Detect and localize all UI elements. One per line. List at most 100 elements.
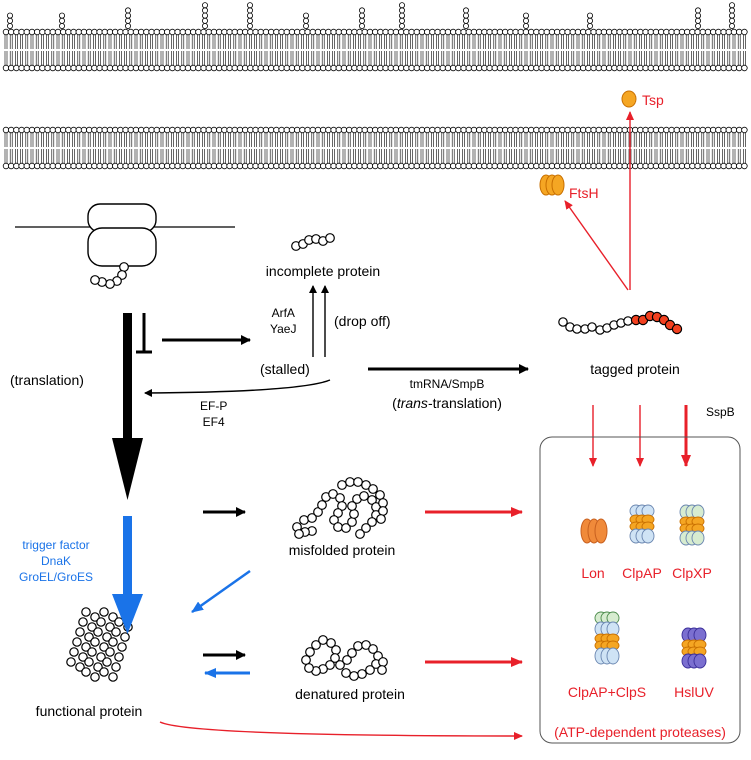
lipid	[7, 126, 15, 148]
bead	[96, 652, 106, 662]
lipid	[252, 148, 259, 170]
bead	[120, 632, 130, 642]
translation-arrow	[112, 313, 143, 500]
lps-bead	[7, 17, 13, 24]
lipid	[278, 28, 285, 50]
lipid	[481, 126, 488, 148]
lipid	[496, 28, 504, 50]
lipid	[132, 50, 140, 72]
bead	[84, 657, 94, 667]
lipid	[398, 148, 405, 170]
lipid	[273, 126, 280, 148]
lipid	[564, 126, 571, 148]
lps-bead	[587, 17, 594, 24]
lipid	[268, 148, 275, 170]
bead	[335, 493, 345, 503]
bead	[102, 657, 112, 667]
lipid	[18, 126, 25, 148]
lps-bead	[125, 7, 132, 14]
lipid	[439, 28, 446, 50]
lipid	[366, 126, 374, 148]
lipid	[210, 126, 218, 148]
lipid	[512, 126, 519, 148]
lipid	[387, 28, 394, 50]
lipid	[548, 50, 556, 72]
lipid	[522, 50, 530, 72]
lipid	[611, 148, 618, 170]
lipid	[7, 50, 15, 72]
lipid	[699, 126, 706, 148]
lipid	[13, 148, 20, 170]
bead	[376, 514, 386, 524]
lipid	[184, 50, 192, 72]
lipid	[637, 50, 644, 72]
lipid	[554, 28, 561, 50]
lipid	[543, 50, 550, 72]
lipid	[13, 28, 20, 50]
denatured-protein-icon	[301, 635, 388, 681]
lps-bead	[729, 7, 736, 14]
bead	[81, 607, 91, 617]
bead	[90, 612, 100, 622]
lipid	[413, 28, 420, 50]
lipid	[372, 148, 379, 170]
lon-label: Lon	[581, 565, 605, 581]
efp-ef4-label: EF-P EF4	[200, 398, 227, 430]
lipid	[637, 28, 644, 50]
lipid	[517, 50, 524, 72]
lipid	[75, 148, 83, 170]
lipid	[548, 126, 556, 148]
lipid	[96, 28, 103, 50]
lipid	[60, 28, 67, 50]
lps-bead	[302, 12, 309, 19]
lipid	[299, 148, 306, 170]
bead	[87, 622, 97, 632]
lipid	[75, 126, 83, 148]
lipid	[548, 148, 556, 170]
lipid	[512, 50, 519, 72]
lipid	[491, 50, 498, 72]
lipid	[429, 28, 436, 50]
lipid	[54, 50, 62, 72]
lipid	[434, 126, 441, 148]
bead	[305, 647, 315, 657]
lipid	[288, 28, 296, 50]
lps-bead	[7, 22, 13, 29]
lipid	[231, 148, 239, 170]
bead	[117, 642, 127, 652]
bead	[342, 655, 352, 665]
nascent-chain-icon	[90, 262, 129, 289]
lipid	[652, 148, 660, 170]
lipid	[226, 148, 233, 170]
lipid	[554, 148, 561, 170]
lipid	[455, 28, 462, 50]
lipid	[122, 28, 129, 50]
bead	[96, 617, 106, 627]
bead	[357, 669, 367, 679]
lps-bead	[398, 7, 405, 14]
lipid	[408, 148, 415, 170]
lipid	[481, 28, 488, 50]
lipid	[231, 126, 239, 148]
lipid	[694, 148, 701, 170]
lps-bead	[729, 12, 736, 19]
lipid	[96, 50, 103, 72]
bead	[326, 638, 336, 648]
lipid	[673, 126, 680, 148]
lipid	[725, 28, 732, 50]
lipid	[54, 148, 62, 170]
lipid	[49, 50, 56, 72]
lps-bead	[358, 7, 365, 14]
lipid	[143, 126, 150, 148]
lipid	[418, 148, 426, 170]
lps-bead	[695, 17, 702, 24]
lipid	[143, 50, 150, 72]
lipid	[580, 50, 587, 72]
lipid	[517, 28, 524, 50]
lipid	[174, 148, 181, 170]
lipid	[137, 126, 145, 148]
lipid	[101, 28, 109, 50]
lipid	[106, 28, 114, 50]
lipid	[39, 50, 46, 72]
lipid	[268, 126, 275, 148]
